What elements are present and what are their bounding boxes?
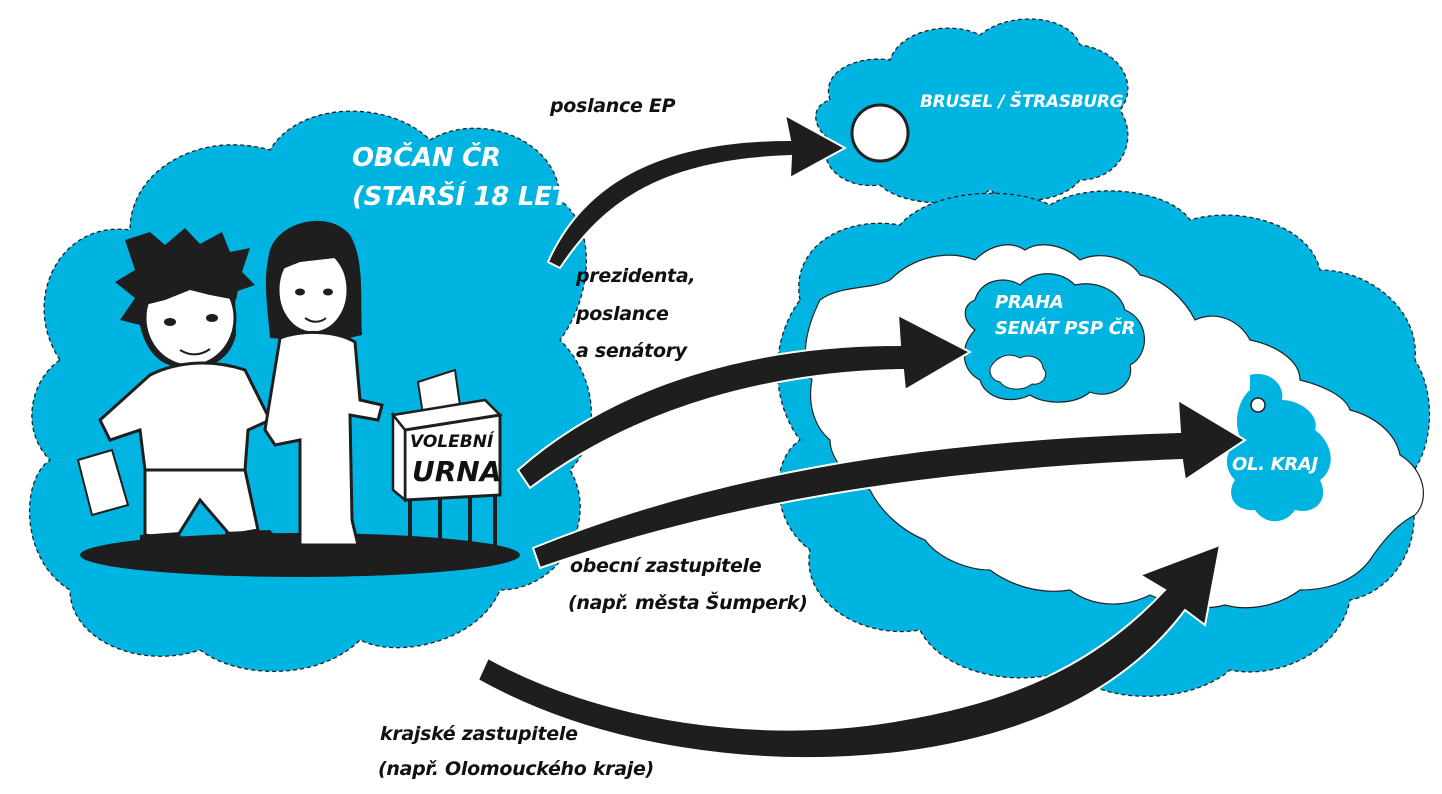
arrow-label-ep: poslance EP <box>550 95 676 117</box>
arrow-regional <box>476 543 1222 760</box>
eu-title: BRUSEL / ŠTRASBURG <box>920 92 1124 112</box>
ballot-box-label-line1: VOLEBNÍ <box>410 432 494 452</box>
ballot-box-icon <box>390 368 503 548</box>
arrow-national <box>516 313 973 490</box>
location-marker-icon <box>1250 397 1266 413</box>
arrow-label-national-line3: a senátory <box>576 340 687 362</box>
person-man-icon <box>76 228 290 555</box>
location-marker-icon <box>850 103 910 163</box>
arrow-label-municipal-line2: (např. města Šumperk) <box>568 592 808 614</box>
ballot-box-label-line2: URNA <box>412 455 502 488</box>
arrow-label-municipal-line1: obecní zastupitele <box>570 555 762 577</box>
olomouc-region <box>1226 374 1331 522</box>
arrow-label-national-line1: prezidenta, <box>576 265 696 287</box>
prague-map-shape <box>989 354 1047 390</box>
person-woman-icon <box>263 220 384 547</box>
ballot-paper-icon <box>76 448 130 517</box>
citizen-title-line1: OBČAN ČR <box>352 143 501 173</box>
arrow-municipal <box>531 398 1247 570</box>
citizen-title-line2: (STARŠÍ 18 LET) <box>352 182 581 212</box>
prague-title-line2: SENÁT PSP ČR <box>995 318 1136 339</box>
arrow-ep <box>546 113 848 270</box>
arrow-label-regional-line2: (např. Olomouckého kraje) <box>378 758 654 780</box>
region-label: OL. KRAJ <box>1232 454 1318 475</box>
prague-title-line1: PRAHA <box>995 292 1064 313</box>
arrow-label-regional-line1: krajské zastupitele <box>380 723 578 745</box>
arrow-label-national-line2: poslance <box>576 303 669 325</box>
